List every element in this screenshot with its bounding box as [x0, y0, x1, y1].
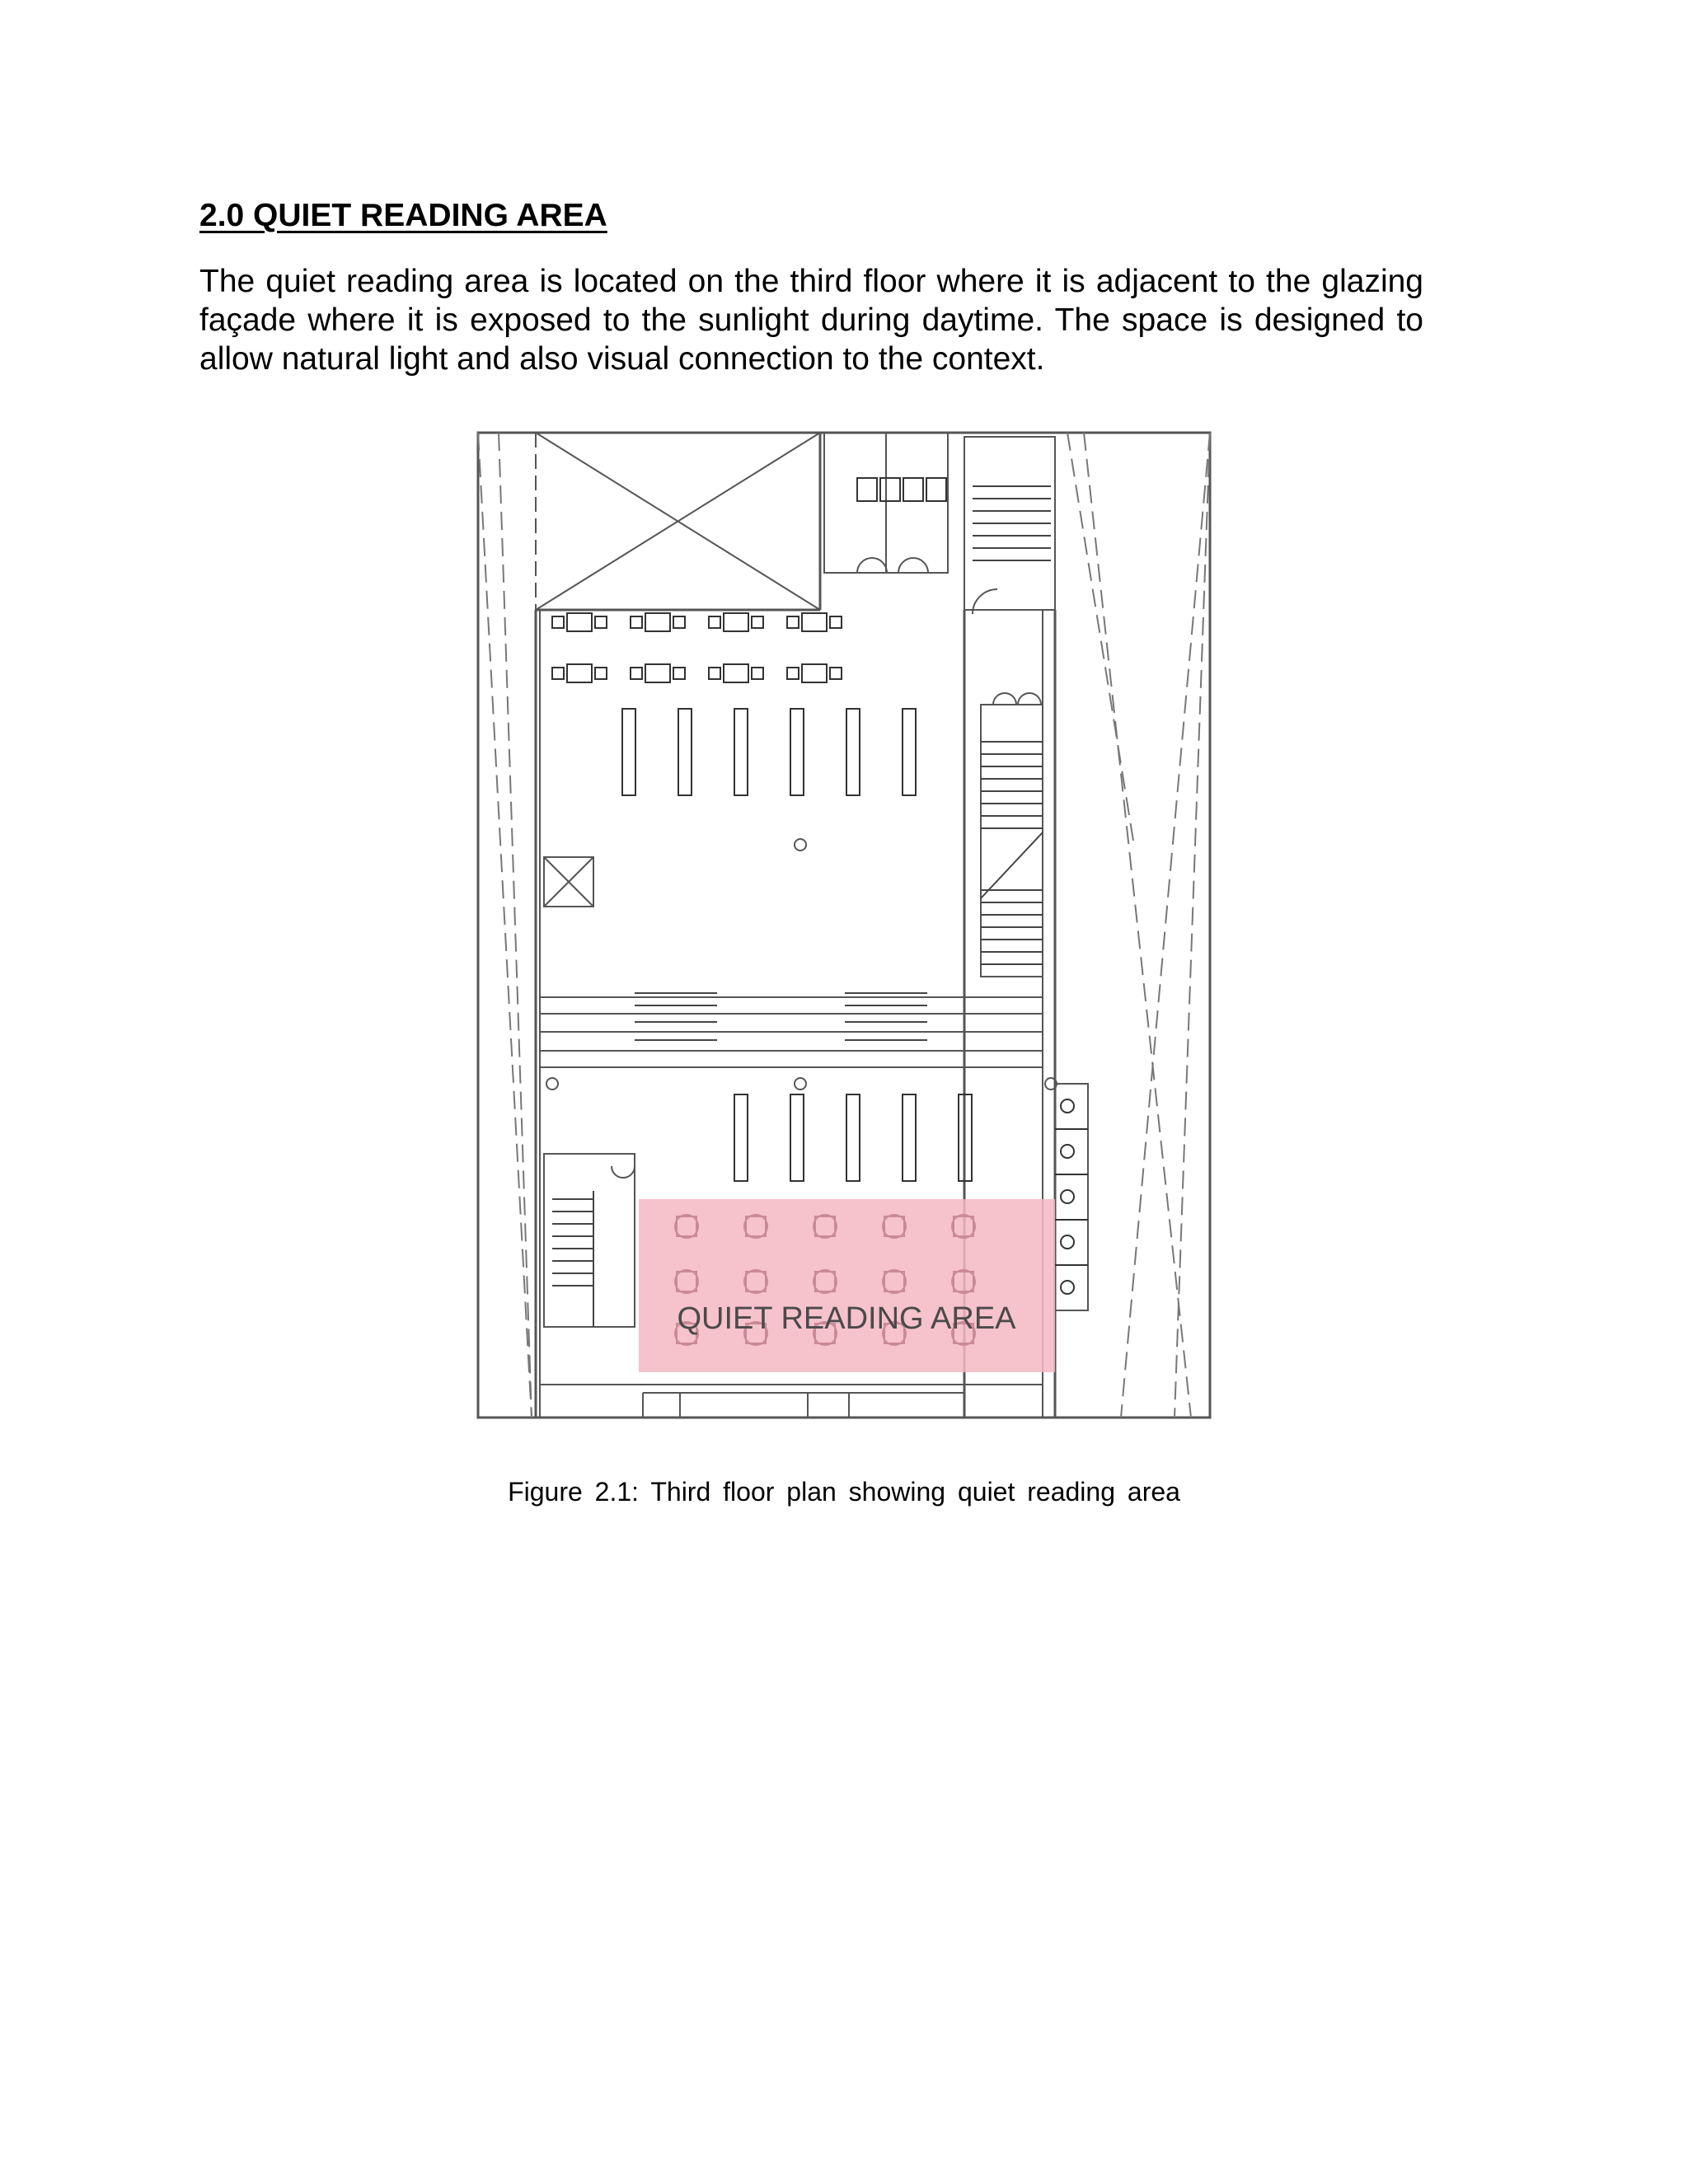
section-paragraph: The quiet reading area is located on the… [199, 264, 1423, 377]
floor-plan: QUIET READING AREA [476, 431, 1212, 1419]
quiet-reading-area-label: QUIET READING AREA [677, 1301, 1016, 1336]
quiet-reading-area-highlight [639, 1199, 1055, 1372]
figure-caption: Figure 2.1: Third floor plan showing qui… [508, 1477, 1180, 1507]
section-heading: 2.0 QUIET READING AREA [199, 198, 607, 233]
